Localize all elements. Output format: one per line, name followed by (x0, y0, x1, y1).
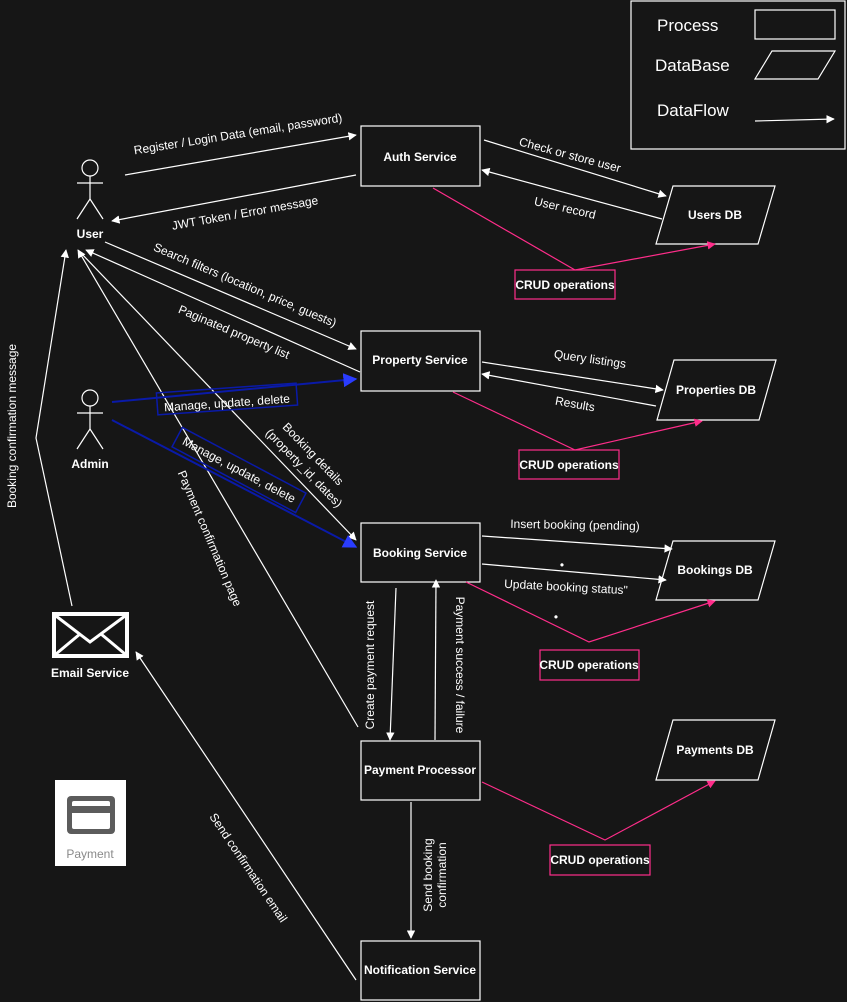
label-search-filters: Search filters (location, price, guests) (151, 240, 338, 330)
label-create-payment: Create payment request (363, 600, 377, 729)
bookings-db-label: Bookings DB (677, 563, 753, 577)
property-service-process: Property Service (360, 330, 481, 392)
label-paginated: Paginated property list (176, 302, 292, 362)
legend-database-label: DataBase (655, 56, 730, 75)
flow-create-payment (386, 587, 397, 741)
crud-payment-label: CRUD operations (550, 853, 650, 867)
flow-search-filters (104, 241, 357, 350)
legend-process-label: Process (657, 16, 718, 35)
flow-admin-booking (111, 419, 358, 548)
flow-register-login (124, 132, 357, 176)
flow-dot-1: • (560, 558, 564, 572)
flow-dot-2: • (554, 610, 558, 624)
flow-update-booking (481, 563, 667, 584)
label-booking-confirmation-message: Booking confirmation message (5, 344, 19, 508)
admin-manage-box-1 (155, 382, 299, 416)
admin-stick-figure-icon (76, 389, 104, 450)
payments-db: Payments DB (655, 719, 776, 781)
property-service-label: Property Service (372, 353, 468, 367)
flow-booking-confirmation-message (35, 249, 73, 607)
flow-jwt (111, 174, 357, 224)
payment-tile-label: Payment (66, 847, 114, 861)
label-send-booking-2: confirmation (435, 842, 449, 907)
user-actor: User (76, 159, 104, 241)
notification-service-label: Notification Service (364, 963, 476, 977)
legend: Process DataBase DataFlow (630, 0, 846, 150)
flow-payment-result (431, 579, 441, 741)
admin-actor: Admin (71, 389, 109, 471)
email-service: Email Service (51, 612, 129, 680)
users-db: Users DB (655, 185, 776, 245)
flow-insert-booking (481, 535, 673, 553)
user-label: User (77, 227, 104, 241)
crud-payment: CRUD operations (481, 780, 716, 876)
crud-booking-label: CRUD operations (539, 658, 639, 672)
email-service-label: Email Service (51, 666, 129, 680)
legend-dataflow-arrow (754, 114, 835, 124)
flow-check-store (483, 139, 667, 198)
flow-query-listings (481, 361, 664, 393)
flow-user-record (481, 167, 663, 220)
label-payment-confirmation-page: Payment confirmation page (175, 468, 245, 608)
properties-db: Properties DB (656, 359, 777, 421)
crud-booking: CRUD operations (465, 581, 716, 681)
payments-db-label: Payments DB (676, 743, 754, 757)
notification-service-process: Notification Service (360, 940, 481, 1001)
legend-database-shape (753, 50, 837, 80)
users-db-label: Users DB (688, 208, 742, 222)
crud-property-label: CRUD operations (519, 458, 619, 472)
flow-results (481, 371, 657, 407)
legend-dataflow-label: DataFlow (657, 101, 730, 120)
properties-db-label: Properties DB (676, 383, 756, 397)
label-results: Results (554, 394, 596, 415)
label-update-booking: Update booking status" (504, 577, 628, 597)
flow-send-email (135, 651, 357, 981)
user-stick-figure-icon (76, 159, 104, 220)
admin-label: Admin (71, 457, 108, 471)
crud-property: CRUD operations (452, 391, 703, 480)
label-register-login: Register / Login Data (email, password) (133, 111, 343, 158)
label-send-email: Send confirmation email (207, 810, 291, 925)
auth-service-process: Auth Service (360, 125, 481, 187)
label-insert-booking: Insert booking (pending) (510, 517, 640, 533)
payment-processor-label: Payment Processor (364, 763, 476, 777)
crud-auth-label: CRUD operations (515, 278, 615, 292)
bookings-db: Bookings DB (655, 540, 776, 601)
credit-card-icon (67, 796, 115, 834)
label-send-booking-1: Send booking (421, 838, 435, 911)
label-query-listings: Query listings (553, 347, 627, 371)
label-payment-result: Payment success / failure (453, 597, 467, 734)
flow-admin-property (111, 373, 358, 403)
booking-service-process: Booking Service (360, 522, 481, 583)
legend-process-shape (754, 9, 836, 40)
envelope-icon (52, 612, 129, 658)
flow-paginated (85, 249, 361, 373)
admin-manage-box-2 (171, 426, 307, 514)
flow-booking-details (79, 251, 357, 541)
crud-auth: CRUD operations (432, 187, 716, 300)
auth-service-label: Auth Service (383, 150, 457, 164)
payment-processor-process: Payment Processor (360, 740, 481, 801)
booking-service-label: Booking Service (373, 546, 467, 560)
flow-payment-confirmation-page (77, 249, 359, 728)
label-jwt: JWT Token / Error message (171, 193, 320, 233)
payment-card-tile: Payment (55, 780, 126, 866)
